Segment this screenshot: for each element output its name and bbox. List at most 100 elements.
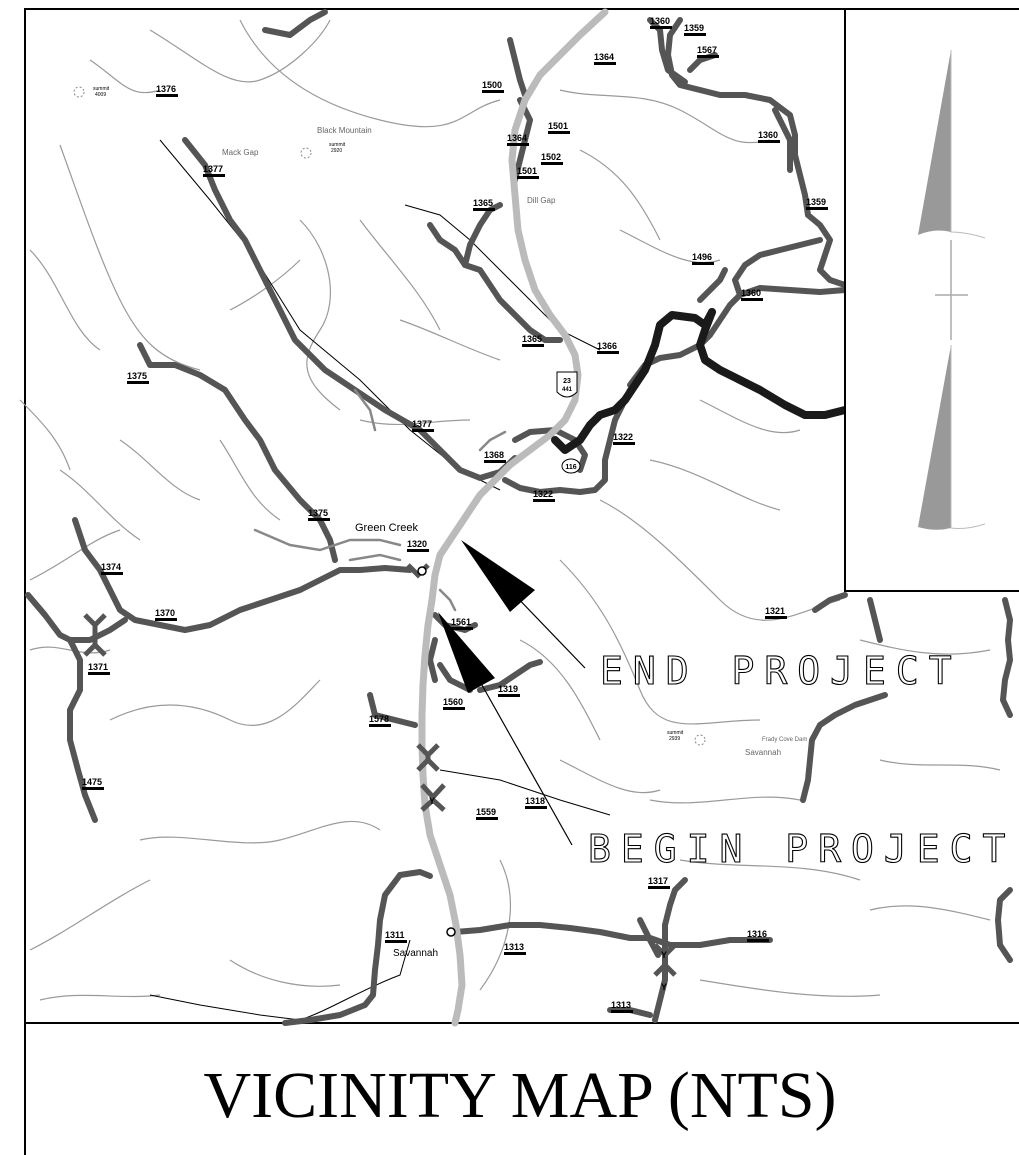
road-number-underline <box>498 694 520 697</box>
svg-text:2939: 2939 <box>669 736 680 742</box>
project-route <box>551 308 849 454</box>
road-number-r1364b: 1364 <box>507 133 527 143</box>
road-number-underline <box>548 131 570 134</box>
road-number-underline <box>308 518 330 521</box>
svg-text:2920: 2920 <box>331 148 342 154</box>
place-mack-gap: Mack Gap <box>222 148 259 157</box>
summit-label-4009: summit 4009 <box>93 86 110 98</box>
interchange-letters: Y Y Y <box>429 796 667 992</box>
road-number-underline <box>473 208 495 211</box>
place-savannah-creek: Savannah <box>745 748 781 757</box>
road-number-underline <box>650 26 672 29</box>
svg-text:Y: Y <box>661 950 667 960</box>
road-number-r1366: 1366 <box>597 341 617 351</box>
road-number-underline <box>741 298 763 301</box>
road-number-r1322b: 1322 <box>613 432 633 442</box>
road-number-r1371: 1371 <box>88 662 108 672</box>
road-number-r1375b: 1375 <box>308 508 328 518</box>
place-green-creek: Green Creek <box>355 522 418 534</box>
road-number-r1502: 1502 <box>541 152 561 162</box>
road-number-underline <box>525 806 547 809</box>
road-number-underline <box>443 707 465 710</box>
road-number-underline <box>613 442 635 445</box>
place-frady-cove-dam: Frady Cove Dam <box>762 737 807 743</box>
road-number-underline <box>697 55 719 58</box>
summit-marker-2939 <box>694 734 706 746</box>
place-black-mountain: Black Mountain <box>317 126 372 135</box>
road-number-r1368: 1368 <box>484 450 504 460</box>
road-number-r1311: 1311 <box>385 930 405 940</box>
road-number-underline <box>385 940 407 943</box>
road-number-r1322a: 1322 <box>533 489 553 499</box>
road-number-underline <box>127 381 149 384</box>
summit-marker-2920 <box>300 147 312 159</box>
svg-text:summit: summit <box>667 730 684 736</box>
road-number-underline <box>203 174 225 177</box>
road-number-r1374: 1374 <box>101 562 121 572</box>
road-number-underline <box>82 787 104 790</box>
road-number-underline <box>594 62 616 65</box>
north-arrow-upper-right <box>950 50 986 239</box>
place-savannah: Savannah <box>393 948 438 959</box>
town-marker-green-creek <box>417 566 427 576</box>
road-number-underline <box>747 939 769 942</box>
road-number-r1475: 1475 <box>82 777 102 787</box>
road-number-underline <box>765 616 787 619</box>
road-number-underline <box>541 162 563 165</box>
road-number-underline <box>758 140 780 143</box>
road-number-r1365a: 1365 <box>473 198 493 208</box>
north-arrow-upper <box>918 50 951 235</box>
road-number-underline <box>88 672 110 675</box>
forest-roads <box>253 388 507 612</box>
road-number-r1561: 1561 <box>451 617 471 627</box>
us-route-shield: 23 441 <box>556 371 578 398</box>
road-number-underline <box>451 627 473 630</box>
road-number-underline <box>412 429 434 432</box>
map-title: VICINITY MAP (NTS) <box>203 1059 836 1132</box>
road-number-underline <box>517 176 539 179</box>
road-number-underline <box>507 143 529 146</box>
summit-marker-4009 <box>73 86 85 98</box>
end-project-label: END PROJECT <box>600 649 962 693</box>
road-number-underline <box>522 344 544 347</box>
begin-project-label: BEGIN PROJECT <box>588 827 1015 871</box>
road-number-r1377b: 1377 <box>412 419 432 429</box>
road-number-r1360b: 1360 <box>758 130 778 140</box>
place-dill-gap: Dill Gap <box>527 196 556 205</box>
road-number-underline <box>101 572 123 575</box>
road-number-r1364a: 1364 <box>594 52 614 62</box>
svg-text:4009: 4009 <box>95 92 106 98</box>
road-number-r1567: 1567 <box>697 45 717 55</box>
road-number-underline <box>806 207 828 210</box>
road-number-r1360c: 1360 <box>741 288 761 298</box>
road-number-underline <box>611 1010 633 1013</box>
road-number-r1501b: 1501 <box>517 166 537 176</box>
road-number-r1365b: 1365 <box>522 334 542 344</box>
road-number-r1359a: 1359 <box>684 23 704 33</box>
road-number-underline <box>504 952 526 955</box>
road-number-underline <box>684 33 706 36</box>
north-arrow-lower-right <box>950 345 986 529</box>
svg-text:summit: summit <box>329 142 346 148</box>
svg-text:Y: Y <box>661 982 667 992</box>
svg-text:Y: Y <box>429 796 435 806</box>
end-project-callout: END PROJECT <box>461 540 962 694</box>
road-number-underline <box>156 94 178 97</box>
road-number-r1501a: 1501 <box>548 121 568 131</box>
state-shield-number: 116 <box>565 464 576 471</box>
road-number-r1319: 1319 <box>498 684 518 694</box>
summit-label-2939: summit 2939 <box>667 730 684 742</box>
road-number-r1360a: 1360 <box>650 16 670 26</box>
road-number-r1375a: 1375 <box>127 371 147 381</box>
road-number-r1321: 1321 <box>765 606 785 616</box>
summit-label-2920: summit 2920 <box>329 142 346 154</box>
road-number-r1496: 1496 <box>692 252 712 262</box>
road-number-r1316: 1316 <box>747 929 767 939</box>
us-shield-bottom-number: 441 <box>562 387 573 393</box>
us-highway-23-441 <box>418 8 609 1027</box>
state-route-shield-116: 116 <box>561 458 581 474</box>
road-number-underline <box>533 499 555 502</box>
svg-text:summit: summit <box>93 86 110 92</box>
road-number-underline <box>648 886 670 889</box>
